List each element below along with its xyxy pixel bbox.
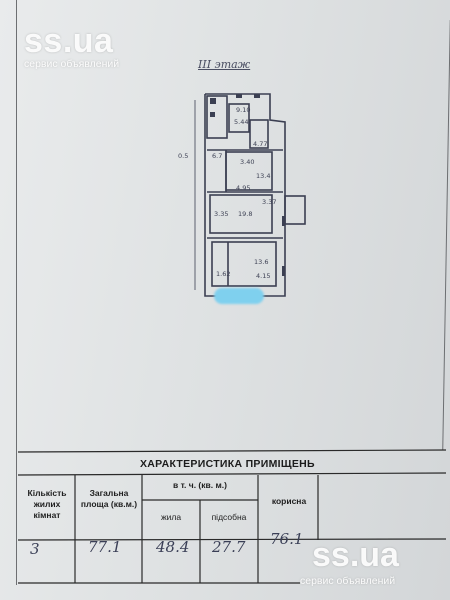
plan-mark-11: 1.62: [216, 270, 231, 278]
plan-outer-wall: [204, 93, 286, 297]
plan-mark-7: 3.37: [262, 198, 277, 206]
watermark-logo-bottom: ss.ua: [312, 536, 399, 574]
header-living: жила: [160, 512, 182, 522]
plan-mark-1: 9.10: [236, 106, 251, 114]
header-total-area: Загальна площа (кв.м.): [80, 488, 138, 509]
plan-mark-4: 3.40: [240, 158, 255, 166]
plan-mark-5: 4.95: [236, 184, 251, 192]
plan-room-living-2: [211, 241, 277, 287]
plan-mark-8: 19.8: [238, 210, 253, 218]
plan-room-stair: [206, 95, 228, 139]
table-title: ХАРАКТЕРИСТИКА ПРИМІЩЕНЬ: [140, 458, 315, 470]
header-useful: корисна: [271, 496, 307, 506]
floor-label: III этаж: [198, 58, 251, 71]
watermark-tagline-bottom: сервис объявлений: [300, 575, 396, 587]
plan-mark-3: 4.77: [253, 140, 268, 148]
watermark-logo-top: ss.ua: [24, 22, 114, 60]
value-rooms: 3: [30, 540, 40, 558]
redaction-blur: [214, 288, 264, 304]
plan-mark-2: 5.44: [234, 118, 249, 126]
plan-room-kitchen: [225, 151, 273, 191]
value-total-area: 77.1: [88, 538, 122, 556]
header-including: в т. ч. (кв. м.): [173, 480, 227, 490]
plan-mark-10: 13.6: [254, 258, 269, 266]
plan-balcony: [284, 195, 306, 225]
plan-room-living-1: [209, 194, 273, 234]
plan-room-bath: [228, 103, 250, 133]
frame-line-left: [16, 0, 17, 585]
value-useful: 76.1: [270, 530, 304, 548]
plan-mark-14: 6.7: [212, 152, 223, 160]
watermark-tagline-top: сервис объявлений: [24, 58, 120, 70]
header-auxiliary: підсобна: [211, 512, 247, 522]
plan-mark-12: 4.15: [256, 272, 271, 280]
plan-room-wc: [249, 119, 269, 149]
value-auxiliary: 27.7: [212, 538, 246, 556]
plan-mark-13: 0.5: [178, 152, 189, 160]
value-living: 48.4: [156, 538, 190, 556]
plan-mark-6: 13.4: [256, 172, 271, 180]
header-rooms: Кількість жилих кімнат: [27, 488, 67, 520]
plan-mark-9: 3.35: [214, 210, 229, 218]
